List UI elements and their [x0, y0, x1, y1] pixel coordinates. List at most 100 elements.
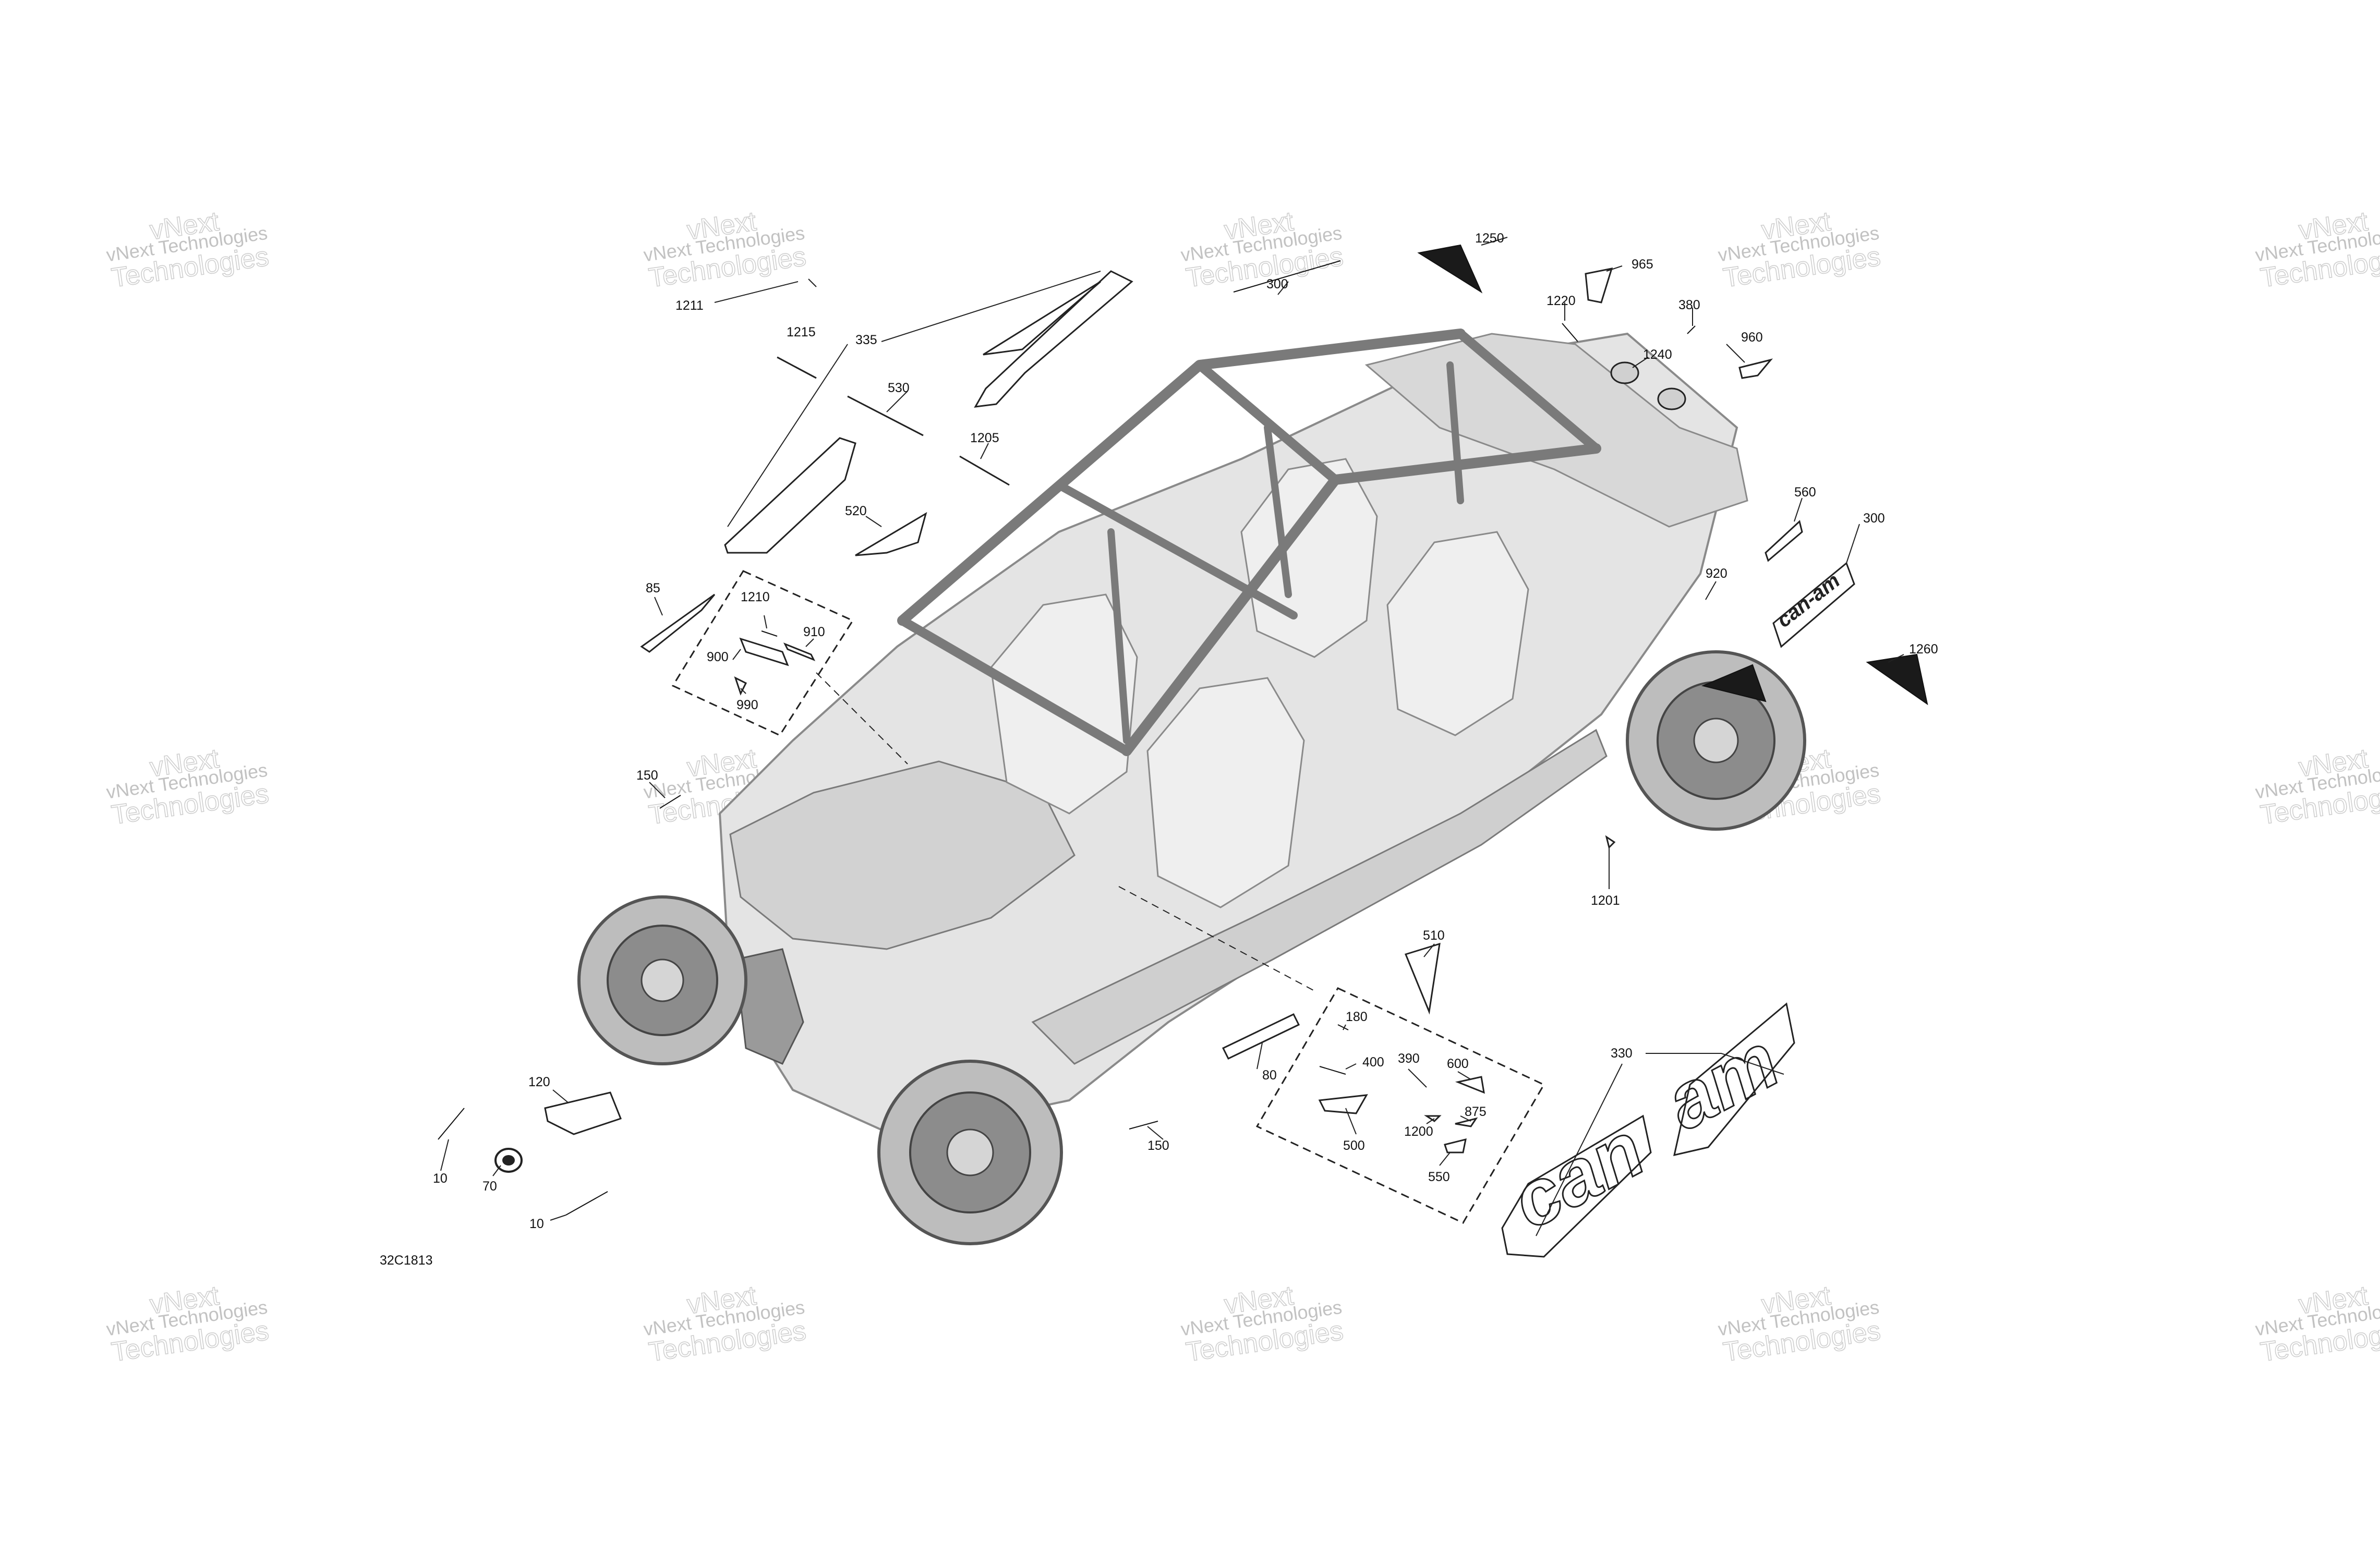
decal-965: [1585, 268, 1613, 303]
seat-front-left: [990, 593, 1138, 815]
callout-10-upper: 10: [433, 1171, 448, 1186]
decal-330-am: am: [1651, 1002, 1795, 1156]
callout-1210: 1210: [741, 590, 770, 604]
decal-500: [1318, 1094, 1368, 1114]
roll-cage: [897, 329, 1601, 756]
strip-530: [847, 395, 924, 436]
callout-1200: 1200: [1404, 1124, 1433, 1139]
front-grille: [734, 948, 804, 1065]
decal-150-right: [1129, 1121, 1158, 1130]
callout-1250: 1250: [1475, 231, 1504, 246]
decal-80: [1222, 1013, 1300, 1060]
callout-70: 70: [482, 1179, 497, 1194]
callout-390: 390: [1398, 1051, 1420, 1066]
callout-80: 80: [1262, 1068, 1277, 1083]
callout-910: 910: [803, 625, 825, 639]
callout-labels: 1211 1215 335 530 1205 520 85 1210 910 9…: [433, 231, 1938, 1231]
strip-1205: [959, 455, 1010, 486]
callout-300: 300: [1863, 511, 1885, 526]
decal-10-lower: [565, 1191, 608, 1216]
callout-900: 900: [707, 650, 729, 664]
callout-510: 510: [1423, 928, 1445, 943]
group-link-left: [816, 672, 908, 764]
decal-1260: [1866, 653, 1928, 706]
decal-380: [1687, 325, 1696, 334]
callout-1205: 1205: [970, 431, 999, 445]
strip-1215: [777, 356, 817, 379]
callout-150-left: 150: [636, 768, 658, 783]
group-box-right: [1255, 987, 1545, 1224]
callout-330: 330: [1611, 1046, 1633, 1061]
callout-10-lower: 10: [529, 1217, 544, 1231]
callout-990: 990: [736, 698, 758, 712]
decal-120: [544, 1091, 622, 1135]
callout-560: 560: [1794, 485, 1816, 500]
decal-330-can: can: [1497, 1104, 1659, 1258]
wheel-front-right: [877, 1060, 1063, 1245]
vehicle-illustration: [577, 329, 1806, 1245]
decal-1201: [1605, 835, 1616, 849]
wheel-rear-right: [1626, 650, 1806, 831]
callout-920: 920: [1706, 566, 1727, 581]
decal-10-upper: [438, 1108, 465, 1140]
decal-150-left: [659, 795, 681, 809]
decal-920: [1701, 664, 1767, 702]
callout-120: 120: [528, 1075, 550, 1089]
decal-910: [783, 642, 816, 661]
callout-335: 335: [855, 333, 877, 347]
side-panel: [1031, 728, 1608, 1065]
callout-300-top: 300: [1266, 277, 1288, 292]
drawing-code: 32C1813: [380, 1253, 432, 1268]
decal-335-lower: [724, 437, 856, 554]
callout-960: 960: [1741, 330, 1763, 345]
callout-965: 965: [1632, 257, 1653, 272]
decal-960: [1738, 358, 1773, 379]
decal-875: [1455, 1117, 1478, 1127]
callout-180: 180: [1346, 1010, 1368, 1024]
callout-600: 600: [1447, 1057, 1469, 1071]
callout-530: 530: [888, 381, 910, 395]
decal-520: [855, 512, 927, 556]
callout-520: 520: [845, 504, 867, 518]
callout-875: 875: [1465, 1104, 1487, 1119]
callout-1211: 1211: [675, 298, 704, 313]
callout-85: 85: [646, 581, 660, 596]
seat-front-right: [1146, 677, 1305, 908]
leader-lines: [440, 237, 1904, 1236]
decal-335-upper: [974, 270, 1133, 408]
emblem-70: [494, 1148, 523, 1173]
decal-600: [1455, 1076, 1485, 1094]
callout-400: 400: [1362, 1055, 1384, 1070]
decal-550: [1444, 1138, 1467, 1154]
callout-1260: 1260: [1909, 642, 1938, 657]
decal-300-can-am: can-am: [1772, 562, 1855, 648]
callout-1201: 1201: [1591, 893, 1620, 908]
callout-550: 550: [1428, 1170, 1450, 1184]
decal-1240: [1610, 361, 1686, 410]
callout-150-right: 150: [1147, 1138, 1169, 1153]
decal-400: [1319, 1066, 1346, 1075]
decal-1200: [1424, 1115, 1442, 1122]
decal-1210: [761, 630, 778, 637]
callout-1220: 1220: [1547, 294, 1576, 308]
seat-rear-right: [1386, 531, 1529, 736]
decal-1220: [1562, 323, 1578, 342]
wheel-front-left: [577, 895, 747, 1065]
callout-1240: 1240: [1643, 347, 1672, 362]
callout-500: 500: [1343, 1138, 1365, 1153]
callout-1215: 1215: [787, 325, 816, 339]
decal-990: [734, 676, 747, 696]
front-hood: [729, 760, 1076, 950]
decal-180: [1337, 1024, 1349, 1030]
